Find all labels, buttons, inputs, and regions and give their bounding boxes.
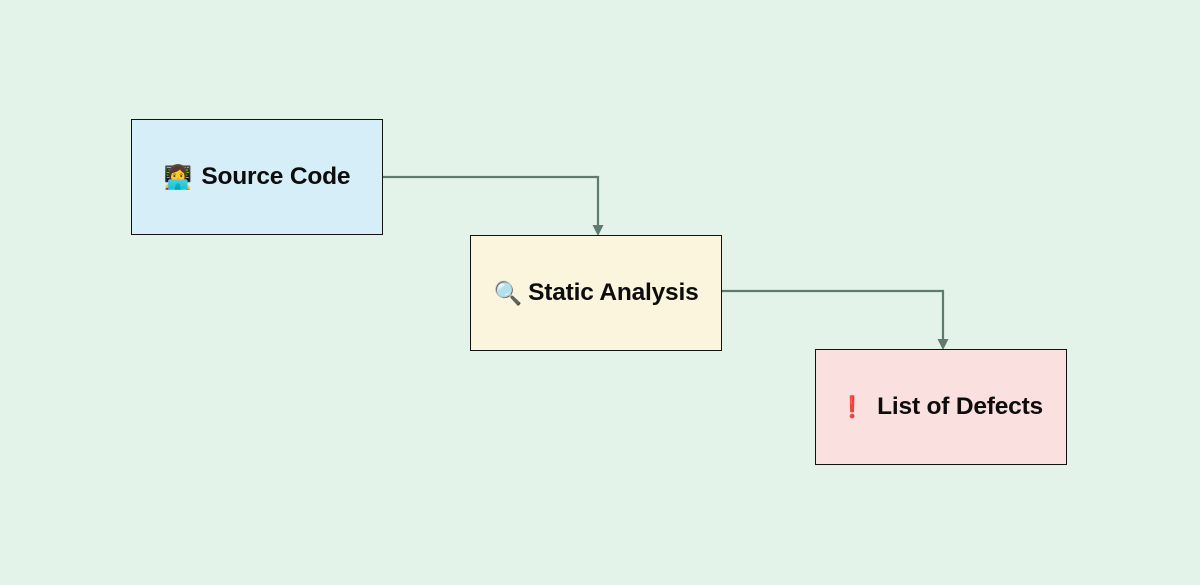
exclamation-mark-icon: ❗ xyxy=(839,395,866,419)
magnifying-glass-icon: 🔍 xyxy=(493,279,523,306)
connector-source-code-to-static-analysis xyxy=(383,175,604,236)
connector-line xyxy=(383,175,600,229)
technologist-icon: 👩‍💻 xyxy=(163,163,193,190)
arrowhead-icon xyxy=(592,225,604,236)
node-list-of-defects[interactable]: ❗ List of Defects xyxy=(815,349,1067,465)
node-source-code[interactable]: 👩‍💻 Source Code xyxy=(131,119,383,235)
node-static-analysis-label: Static Analysis xyxy=(528,278,699,306)
node-static-analysis[interactable]: 🔍 Static Analysis xyxy=(470,235,722,351)
node-list-of-defects-label: List of Defects xyxy=(877,392,1043,420)
arrowhead-icon xyxy=(937,339,949,350)
node-list-of-defects-content: ❗ List of Defects xyxy=(825,392,1057,421)
node-static-analysis-content: 🔍 Static Analysis xyxy=(479,278,712,307)
connector-line xyxy=(722,289,945,343)
node-source-code-label: Source Code xyxy=(201,162,351,190)
node-source-code-content: 👩‍💻 Source Code xyxy=(150,162,365,191)
connector-static-analysis-to-list-of-defects xyxy=(722,289,949,350)
